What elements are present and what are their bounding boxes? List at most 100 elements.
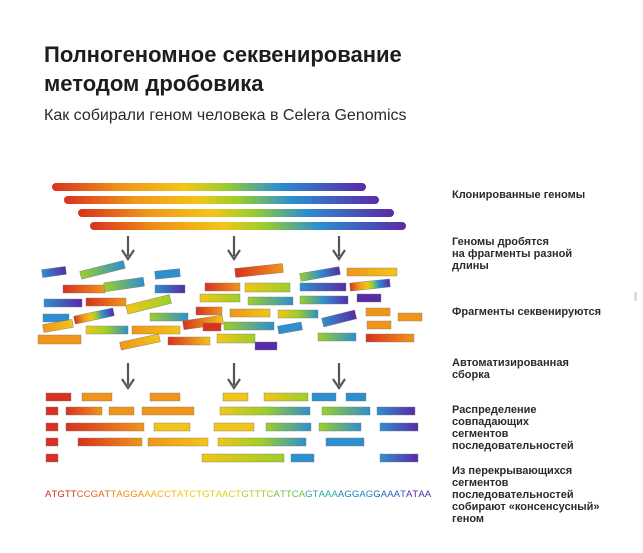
segment [321, 406, 371, 416]
fragment [42, 313, 70, 323]
genome-bar [90, 222, 406, 230]
fragment [366, 320, 392, 330]
segment [311, 392, 337, 402]
sequence-letter: T [70, 489, 77, 500]
sequence-letter: A [318, 489, 325, 500]
down-arrow-icon [227, 236, 241, 261]
sequence-letter: G [57, 489, 65, 500]
genome-bar [78, 209, 394, 217]
segment [263, 392, 309, 402]
sequence-letter: G [122, 489, 131, 500]
segment [318, 422, 362, 432]
segment [376, 406, 416, 416]
sequence-letter: A [337, 489, 345, 500]
fragment [397, 312, 423, 322]
sequence-letter: A [331, 489, 338, 500]
segment [141, 406, 195, 416]
fragment [321, 309, 357, 328]
fragment [356, 293, 382, 303]
fragment [277, 321, 303, 335]
fragment [42, 319, 74, 333]
sequence-letter: A [418, 489, 425, 500]
aligned-segments [45, 392, 419, 463]
sequence-letter: T [51, 489, 58, 500]
segment [219, 406, 311, 416]
fragment [85, 325, 129, 335]
segment [222, 392, 249, 402]
sequence-letter: C [291, 489, 299, 500]
sequence-letter: G [241, 489, 249, 500]
fragment [365, 333, 415, 343]
fragment [244, 282, 291, 293]
fragment [202, 322, 222, 332]
segment [149, 392, 181, 402]
sequence-letter: A [387, 489, 394, 500]
sequence-letter: A [359, 489, 366, 500]
sequence-letter: T [104, 489, 111, 500]
fragment [299, 295, 349, 305]
sequence-letter: G [344, 489, 352, 500]
segment [45, 422, 59, 432]
segment [65, 422, 145, 432]
fragment [365, 307, 391, 317]
segment [45, 453, 59, 463]
sequence-letter: T [209, 489, 216, 500]
fragment [43, 298, 83, 308]
genome-bar [52, 183, 366, 191]
segment [108, 406, 135, 416]
down-arrow-icon [332, 236, 346, 261]
sequence-letter: A [98, 489, 105, 500]
consensus-sequence: ATGTTCCGATTAGGAAACCTATCTGTAACTGTTTCATTCA… [45, 489, 431, 500]
fragment [216, 333, 256, 344]
segment [147, 437, 209, 447]
fragment [41, 266, 67, 278]
sequence-letter: T [285, 489, 292, 500]
sequence-letter: A [380, 489, 388, 500]
sequence-letter: G [373, 489, 381, 500]
sequence-letter: C [189, 489, 197, 500]
sequence-letter: T [235, 489, 242, 500]
arrows-assembly [121, 363, 346, 390]
sequence-letter: A [116, 489, 123, 500]
sequence-letter: T [183, 489, 190, 500]
segment [217, 437, 307, 447]
fragment [195, 306, 223, 316]
sequence-letter: A [222, 489, 229, 500]
fragment [73, 307, 115, 325]
sequence-letter: T [196, 489, 203, 500]
step-label-assembly: Автоматизированная сборка [452, 357, 569, 381]
sequence-letter: C [157, 489, 165, 500]
sequence-letter: A [176, 489, 184, 500]
down-arrow-icon [121, 363, 135, 390]
sequence-letter: A [137, 489, 145, 500]
fragment [234, 263, 284, 278]
fragment [79, 260, 126, 280]
sequence-letter: A [325, 489, 332, 500]
segment [45, 406, 59, 416]
sequence-letter: C [164, 489, 172, 500]
scroll-indicator [634, 292, 637, 301]
fragment [349, 278, 391, 292]
down-arrow-icon [332, 363, 346, 390]
fragment [317, 332, 357, 342]
step-label-cloned-genomes: Клонированные геномы [452, 189, 586, 201]
sequence-letter: C [266, 489, 274, 500]
fragment [299, 266, 341, 282]
sequence-letter: T [254, 489, 261, 500]
step-label-consensus: Из перекрывающихся сегментов последовате… [452, 465, 600, 525]
segment [379, 422, 419, 432]
scattered-fragments [37, 260, 423, 351]
segment [77, 437, 143, 447]
page-subtitle: Как собирали геном человека в Celera Gen… [44, 107, 407, 124]
fragment [247, 296, 294, 306]
segment [345, 392, 367, 402]
fragment [167, 336, 211, 346]
down-arrow-icon [121, 236, 135, 261]
sequence-letter: T [279, 489, 286, 500]
sequence-letter: A [405, 489, 413, 500]
fragment [37, 334, 82, 345]
fragment [223, 321, 275, 331]
segment [379, 453, 419, 463]
fragment [299, 282, 347, 292]
sequence-letter: C [76, 489, 84, 500]
